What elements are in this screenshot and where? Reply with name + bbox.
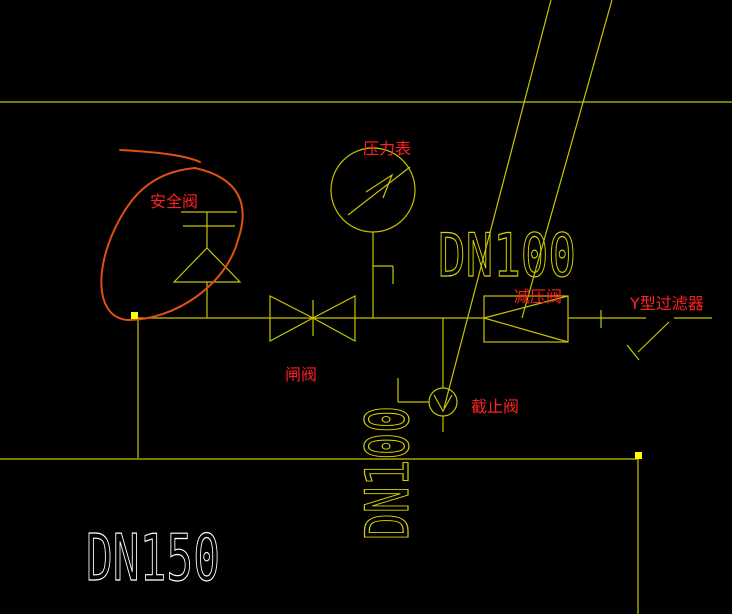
selection-grip[interactable] — [131, 312, 138, 319]
label-globe-valve: 截止阀 — [471, 397, 519, 416]
y-strainer-symbol[interactable] — [600, 310, 712, 361]
pressure-reducing-valve-symbol[interactable] — [483, 295, 569, 343]
hand-drawn-highlight-circle — [100, 149, 244, 322]
label-y-strainer: Y型过滤器 — [629, 294, 704, 313]
gate-valve-symbol[interactable] — [269, 295, 356, 343]
label-pressure-gauge: 压力表 — [363, 139, 411, 158]
pipe-lines — [0, 317, 639, 614]
selection-grip[interactable] — [635, 452, 642, 459]
globe-valve-symbol[interactable] — [397, 378, 458, 417]
dimension-dn100-vertical: DN100 — [353, 406, 423, 540]
label-pressure-reducing-valve: 减压阀 — [514, 287, 562, 306]
reference-lines — [0, 0, 732, 409]
label-gate-valve: 闸阀 — [285, 365, 317, 384]
diagonal-leader-line-1 — [443, 0, 552, 409]
dimension-dn100-horizontal: DN100 — [438, 221, 576, 291]
diagonal-leader-line-2 — [521, 0, 613, 319]
pressure-gauge-symbol[interactable] — [330, 147, 416, 318]
label-safety-valve: 安全阀 — [150, 192, 198, 211]
dimension-dn150: DN150 — [86, 522, 220, 596]
